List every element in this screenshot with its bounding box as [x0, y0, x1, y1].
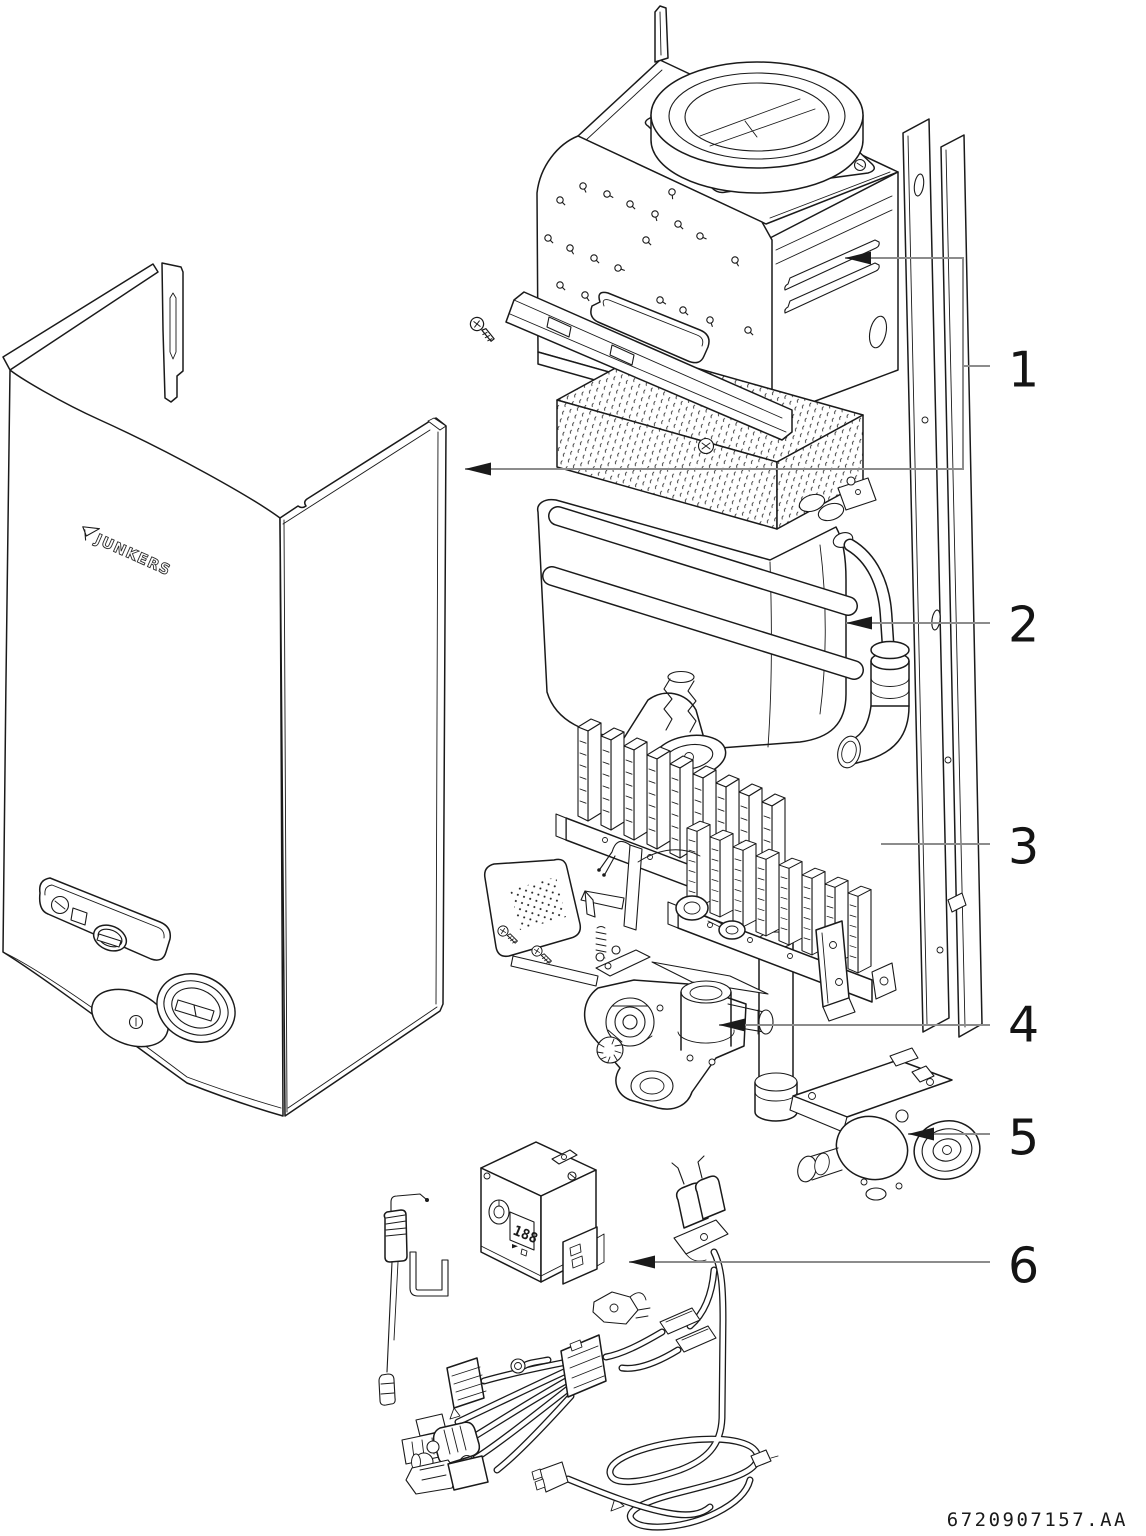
- callout-2-label: 2: [1008, 597, 1039, 654]
- two-pin-connector: [531, 1461, 569, 1493]
- callout-2: 2: [846, 597, 1039, 654]
- water-valve: [789, 1047, 981, 1201]
- adjuster-knob: [596, 1036, 624, 1064]
- combustion-chamber: [536, 5, 899, 431]
- corrugated-tube: [663, 670, 697, 733]
- sensor-barrel: [426, 1421, 481, 1465]
- callout-4: 4: [719, 997, 1039, 1054]
- callout-1: 1: [465, 251, 1039, 476]
- ignition-electrode-bracket: [580, 840, 701, 959]
- callout-6-label: 6: [1008, 1238, 1039, 1295]
- wrap-pipes: [542, 506, 864, 680]
- pipe-fitting: [798, 476, 877, 548]
- plug-latch: [447, 1455, 489, 1491]
- control-unit: 188: [480, 1141, 605, 1285]
- mounting-rail: [505, 291, 793, 441]
- callout-1-leader: [465, 257, 990, 470]
- burner-cover-plate: [483, 858, 599, 987]
- selector-window: [70, 907, 88, 926]
- cable-connectors: [606, 1270, 716, 1368]
- side-rails: [902, 118, 983, 1038]
- ionization-electrode: [378, 1193, 429, 1406]
- plug-angular: [405, 1459, 459, 1495]
- retaining-clip: [409, 1251, 449, 1297]
- control-display: [509, 1211, 535, 1251]
- callout-3-label: 3: [1008, 819, 1039, 876]
- heat-exchanger: [505, 291, 910, 780]
- relay-module: [562, 1226, 605, 1285]
- outlet-elbow: [837, 640, 910, 769]
- callout-5: 5: [908, 1110, 1039, 1167]
- callout-3: 3: [881, 819, 1039, 876]
- spark-electrode-cable: [610, 1155, 779, 1527]
- callout-1-label: 1: [1008, 342, 1039, 399]
- callouts: 1 2 3 4 5 6: [465, 251, 1039, 1295]
- edge-connector: [446, 1357, 487, 1420]
- fixing-screw: [466, 315, 500, 344]
- flue-collar: [644, 61, 875, 194]
- callout-4-label: 4: [1008, 997, 1039, 1054]
- callout-5-label: 5: [1008, 1110, 1039, 1167]
- main-connector: [560, 1334, 607, 1398]
- spark-plugs: [673, 1175, 729, 1262]
- callout-6: 6: [629, 1238, 1039, 1295]
- wiring-harness: [401, 1334, 710, 1515]
- gas-valve: [584, 945, 774, 1110]
- document-number: 6720907157.AA: [947, 1509, 1128, 1531]
- sensor-clamp: [592, 1291, 651, 1325]
- gas-valve-bracket: [815, 920, 856, 1022]
- front-casing: JUNKERS: [2, 262, 447, 1117]
- control-panel: [38, 877, 236, 1048]
- hanger-tab: [654, 5, 669, 63]
- escutcheon-oval: [91, 988, 169, 1048]
- handle-cutout: [590, 291, 710, 364]
